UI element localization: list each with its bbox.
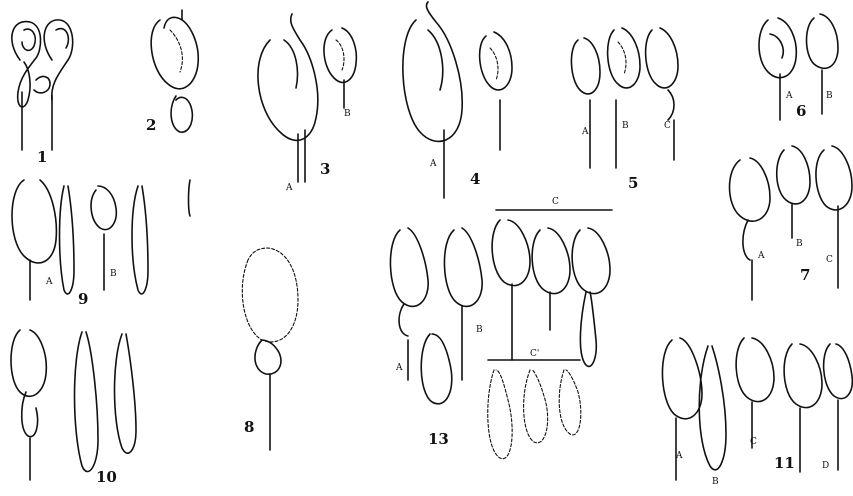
label-11-d: D	[822, 462, 829, 471]
label-3-b: B	[344, 110, 351, 119]
figure-number-11: 11	[774, 456, 795, 471]
label-4-a: A	[430, 160, 437, 169]
figure-number-4: 4	[470, 172, 480, 187]
label-5-b: B	[622, 122, 629, 131]
drawing-7	[730, 146, 853, 300]
label-5-c: C	[664, 122, 671, 131]
drawing-4	[403, 2, 512, 198]
label-7-b: B	[796, 240, 803, 249]
label-9-a: A	[46, 278, 53, 287]
label-7-a: A	[758, 252, 765, 261]
label-11-c: C	[750, 438, 757, 447]
figure-number-7: 7	[800, 268, 810, 283]
drawing-11	[662, 338, 852, 480]
figure-number-2: 2	[146, 118, 156, 133]
label-7-c: C	[826, 256, 833, 265]
figure-number-9: 9	[78, 292, 88, 307]
drawing-13	[390, 210, 612, 459]
figure-number-1: 1	[37, 150, 47, 165]
drawing-10	[11, 330, 136, 480]
figure-number-10: 10	[96, 470, 117, 485]
label-9-b: B	[110, 270, 117, 279]
drawing-9	[12, 180, 190, 300]
figure-number-13: 13	[428, 432, 449, 447]
figure-number-6: 6	[796, 104, 806, 119]
label-13-a: A	[396, 364, 403, 373]
label-13-b: B	[476, 326, 483, 335]
drawing-2	[151, 10, 198, 132]
label-5-a: A	[582, 128, 589, 137]
drawing-5	[571, 28, 678, 168]
label-3-a: A	[286, 184, 293, 193]
label-13-c-prime: C'	[530, 350, 539, 359]
label-11-a: A	[676, 452, 683, 461]
label-6-a: A	[786, 92, 793, 101]
drawing-1	[12, 20, 73, 150]
label-11-b: B	[712, 478, 719, 487]
figure-number-3: 3	[320, 162, 330, 177]
figure-number-5: 5	[628, 176, 638, 191]
drawing-3	[258, 14, 356, 182]
figure-number-8: 8	[244, 420, 254, 435]
label-6-b: B	[826, 92, 833, 101]
label-13-c: C	[552, 198, 559, 207]
